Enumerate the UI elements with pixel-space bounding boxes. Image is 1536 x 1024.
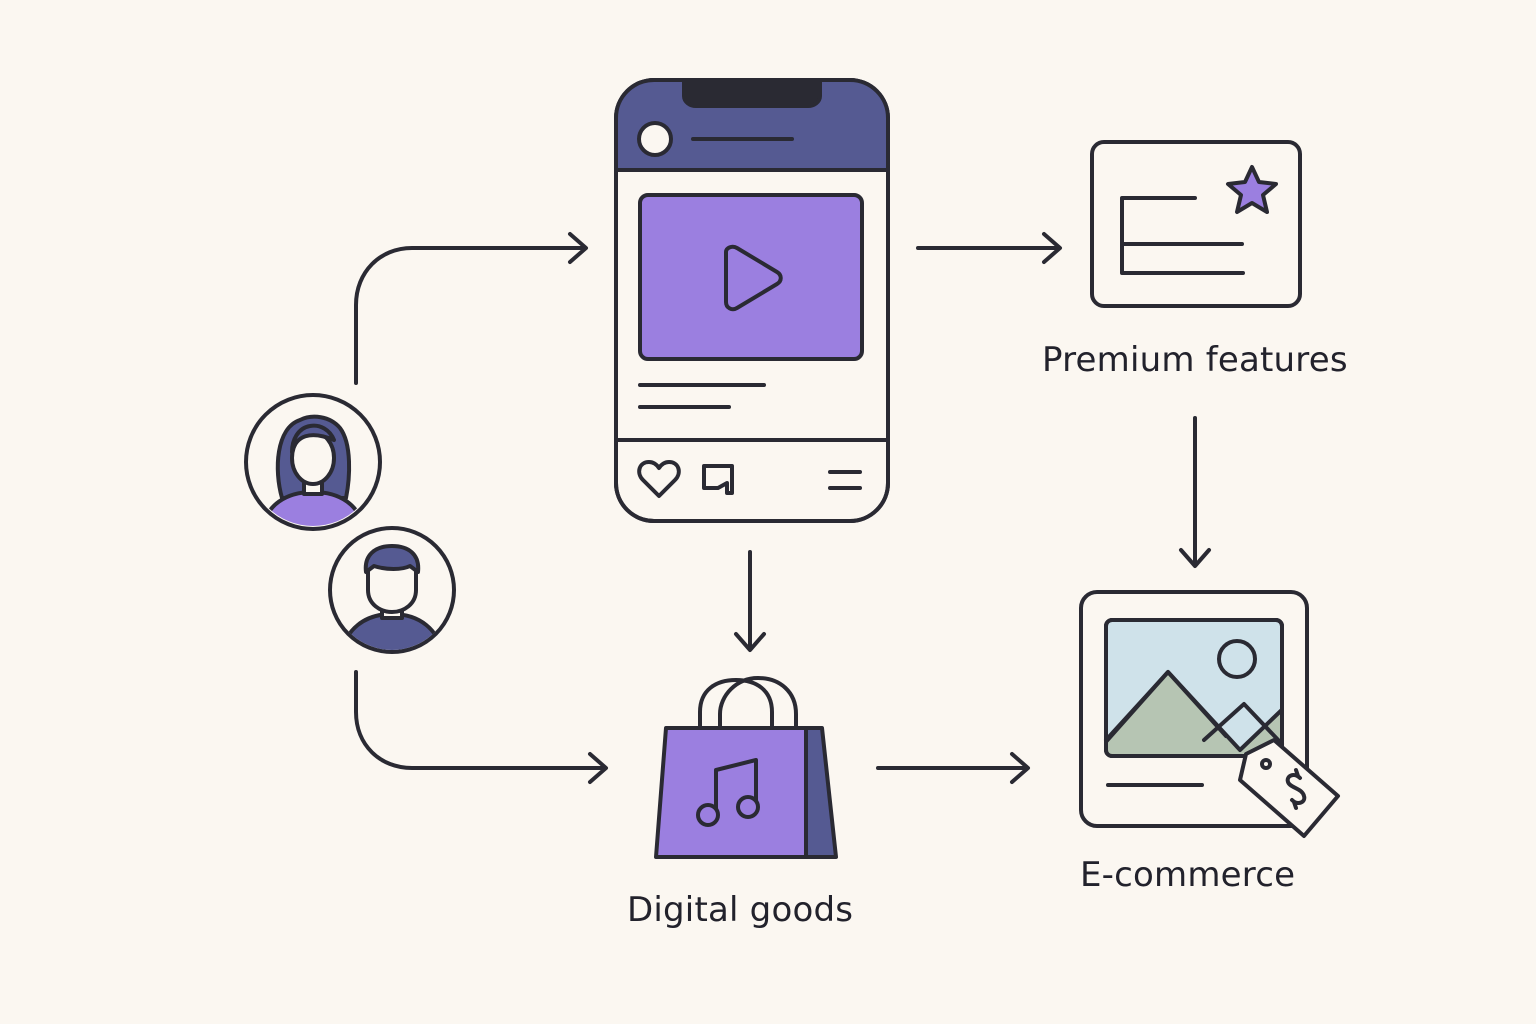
connectors	[354, 232, 1211, 784]
arrowhead-premium-to-ecommerce	[1179, 548, 1211, 568]
user-man-icon	[328, 526, 456, 654]
price-tag-icon	[1238, 738, 1340, 838]
music-note-icon	[696, 758, 760, 827]
menu-icon	[828, 470, 862, 490]
label-e-commerce: E-commerce	[1080, 855, 1296, 895]
premium-card-icon	[1090, 140, 1302, 308]
label-premium-features: Premium features	[1042, 340, 1348, 380]
label-digital-goods: Digital goods	[627, 890, 854, 930]
heart-icon	[637, 460, 681, 498]
comment-icon	[702, 464, 734, 495]
arrow-users-to-app	[354, 246, 586, 385]
arrowhead-users-to-app	[568, 232, 588, 264]
play-icon	[724, 244, 783, 312]
product-image-icon	[1079, 590, 1340, 838]
arrow-users-to-digital	[354, 670, 606, 770]
arrowhead-app-to-premium	[1042, 232, 1062, 264]
arrowhead-digital-to-ecommerce	[1010, 752, 1030, 784]
arrowhead-app-to-digital	[734, 632, 766, 652]
star-icon	[1226, 165, 1278, 214]
dollar-icon	[1285, 768, 1307, 810]
user-woman-icon	[244, 393, 382, 531]
phone-app-icon	[614, 78, 890, 523]
shopping-bag-icon	[654, 676, 838, 859]
arrowhead-users-to-digital	[588, 752, 608, 784]
